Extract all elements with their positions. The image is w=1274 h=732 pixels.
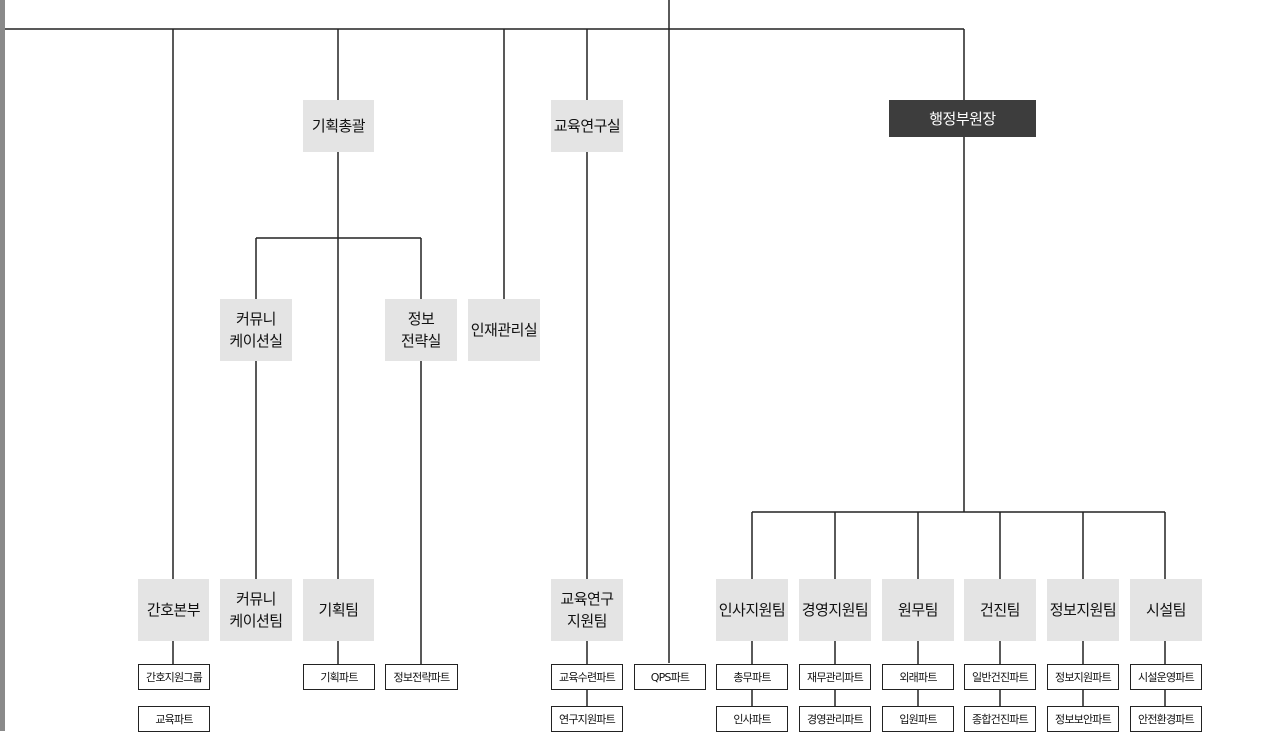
part-general-checkup: 일반건진파트 xyxy=(964,664,1036,690)
part-qps: QPS파트 xyxy=(634,664,706,690)
unit-info-support-team: 정보지원팀 xyxy=(1047,579,1119,641)
unit-facilities-team: 시설팀 xyxy=(1130,579,1202,641)
unit-nursing-division: 간호본부 xyxy=(138,579,209,641)
unit-management-support-team: 경영지원팀 xyxy=(799,579,871,641)
unit-planning-team: 기획팀 xyxy=(303,579,374,641)
unit-planning-general: 기획총괄 xyxy=(303,100,374,152)
unit-communication-office: 커뮤니 케이션실 xyxy=(220,299,292,361)
unit-edu-research-support-team: 교육연구 지원팀 xyxy=(551,579,623,641)
unit-communication-team: 커뮤니 케이션팀 xyxy=(220,579,292,641)
part-planning: 기획파트 xyxy=(303,664,375,690)
unit-info-strategy-office: 정보 전략실 xyxy=(385,299,457,361)
left-border xyxy=(0,0,5,731)
part-info-security: 정보보안파트 xyxy=(1047,706,1119,732)
part-finance: 재무관리파트 xyxy=(799,664,871,690)
part-general-affairs: 총무파트 xyxy=(716,664,788,690)
part-nursing-support-group: 간호지원그룹 xyxy=(138,664,210,690)
part-management: 경영관리파트 xyxy=(799,706,871,732)
part-info-support: 정보지원파트 xyxy=(1047,664,1119,690)
part-inpatient: 입원파트 xyxy=(882,706,954,732)
part-outpatient: 외래파트 xyxy=(882,664,954,690)
part-hr: 인사파트 xyxy=(716,706,788,732)
part-safety-environment: 안전환경파트 xyxy=(1130,706,1202,732)
unit-outpatient-team: 원무팀 xyxy=(882,579,954,641)
part-education: 교육파트 xyxy=(138,706,210,732)
part-info-strategy: 정보전략파트 xyxy=(385,664,458,690)
unit-hr-support-team: 인사지원팀 xyxy=(716,579,788,641)
unit-talent-management-office: 인재관리실 xyxy=(468,299,540,361)
unit-health-checkup-team: 건진팀 xyxy=(964,579,1036,641)
part-research-support: 연구지원파트 xyxy=(551,706,623,732)
unit-education-research-office: 교육연구실 xyxy=(551,100,623,152)
part-training: 교육수련파트 xyxy=(551,664,623,690)
part-comprehensive-checkup: 종합건진파트 xyxy=(964,706,1036,732)
unit-admin-vice-president: 행정부원장 xyxy=(889,100,1036,137)
part-facility-operation: 시설운영파트 xyxy=(1130,664,1202,690)
